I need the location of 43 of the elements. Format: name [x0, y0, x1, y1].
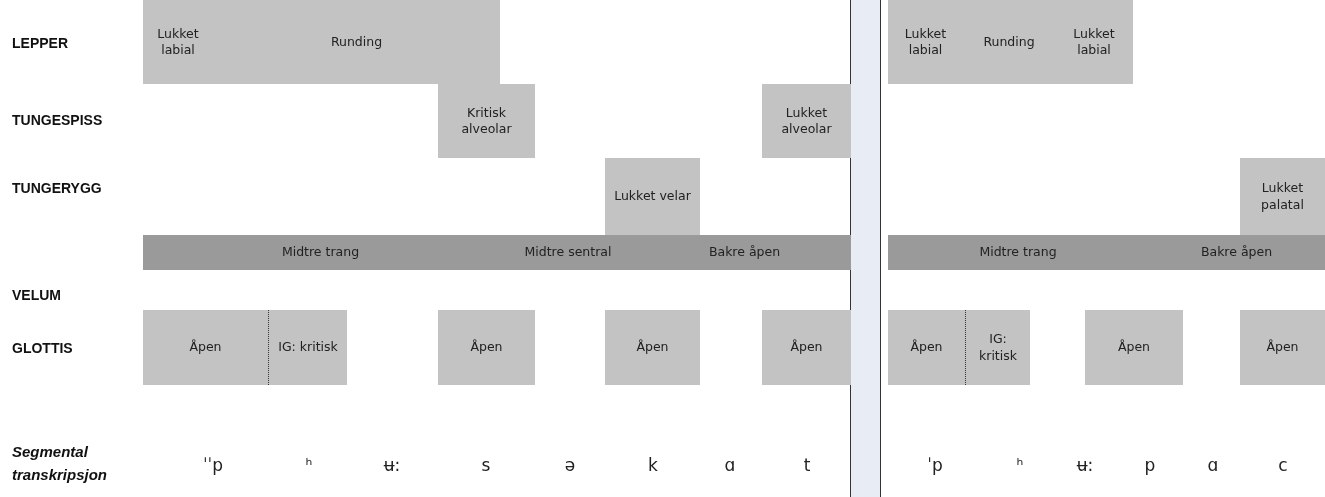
phonetic-symbol: ˈˈp [202, 455, 224, 475]
phonetic-symbol: ɑ [1207, 455, 1219, 475]
gesture-block: Lukket alveolar [762, 84, 851, 158]
gesture-block: Lukket palatal [1240, 158, 1325, 235]
row-heading: VELUM [12, 287, 61, 303]
gesture-block: Runding [213, 0, 500, 84]
row-heading: LEPPER [12, 35, 68, 51]
gesture-block: Lukket velar [605, 158, 700, 235]
gesture-block: Lukket labial [1055, 0, 1133, 84]
phonetic-symbol: ʰ [1016, 455, 1024, 475]
gesture-block: Åpen [1240, 310, 1325, 385]
gesture-block: Runding [963, 0, 1055, 84]
gesture-block: Lukket labial [888, 0, 963, 84]
phonetic-symbol: ʰ [305, 455, 313, 475]
phonetic-symbol: ʉ: [383, 455, 401, 475]
gesture-band: Midtre trang [888, 235, 1148, 270]
phonetic-symbol: ə [564, 455, 576, 475]
gesture-block: IG: kritisk [965, 310, 1030, 385]
phonetic-symbol: ʉ: [1076, 455, 1094, 475]
row-heading: TUNGESPISS [12, 112, 103, 128]
row-heading: TUNGERYGG [12, 180, 102, 196]
gesture-block: Åpen [438, 310, 535, 385]
gesture-block: Åpen [605, 310, 700, 385]
gesture-block: Lukket labial [143, 0, 213, 84]
phonetic-symbol: ˈp [927, 455, 943, 475]
gesture-band: Bakre åpen [638, 235, 851, 270]
gesture-block: Åpen [143, 310, 268, 385]
gesture-block: Åpen [762, 310, 851, 385]
phonetic-symbol: c [1278, 455, 1288, 475]
gesture-block: Åpen [1085, 310, 1183, 385]
gesture-band: Bakre åpen [1148, 235, 1325, 270]
gesture-band: Midtre sentral [498, 235, 638, 270]
phonetic-symbol: p [1144, 455, 1156, 475]
phonetic-symbol: ɑ [724, 455, 736, 475]
gesture-band: Midtre trang [143, 235, 498, 270]
phonetic-symbol: k [648, 455, 658, 475]
gesture-block: Åpen [888, 310, 965, 385]
row-heading: Segmental transkripsjon [12, 442, 109, 486]
phonetic-symbol: t [803, 455, 811, 475]
phonetic-symbol: s [481, 455, 491, 475]
row-heading: GLOTTIS [12, 340, 73, 356]
gesture-block: Kritisk alveolar [438, 84, 535, 158]
gesture-block: IG: kritisk [268, 310, 347, 385]
